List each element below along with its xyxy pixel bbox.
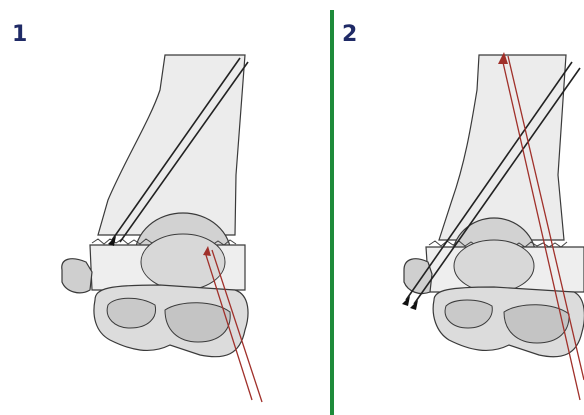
panel-1-drawing bbox=[0, 0, 330, 415]
humerus-shaft bbox=[439, 55, 566, 240]
panel-label-1: 1 bbox=[12, 22, 27, 47]
medial-epicondyle bbox=[62, 259, 92, 293]
panel-2-drawing bbox=[334, 0, 584, 415]
medial-epicondyle bbox=[404, 259, 432, 294]
panel-1: 1 bbox=[0, 0, 330, 415]
panel-label-2: 2 bbox=[342, 22, 357, 47]
panel-2: 2 bbox=[334, 0, 584, 415]
